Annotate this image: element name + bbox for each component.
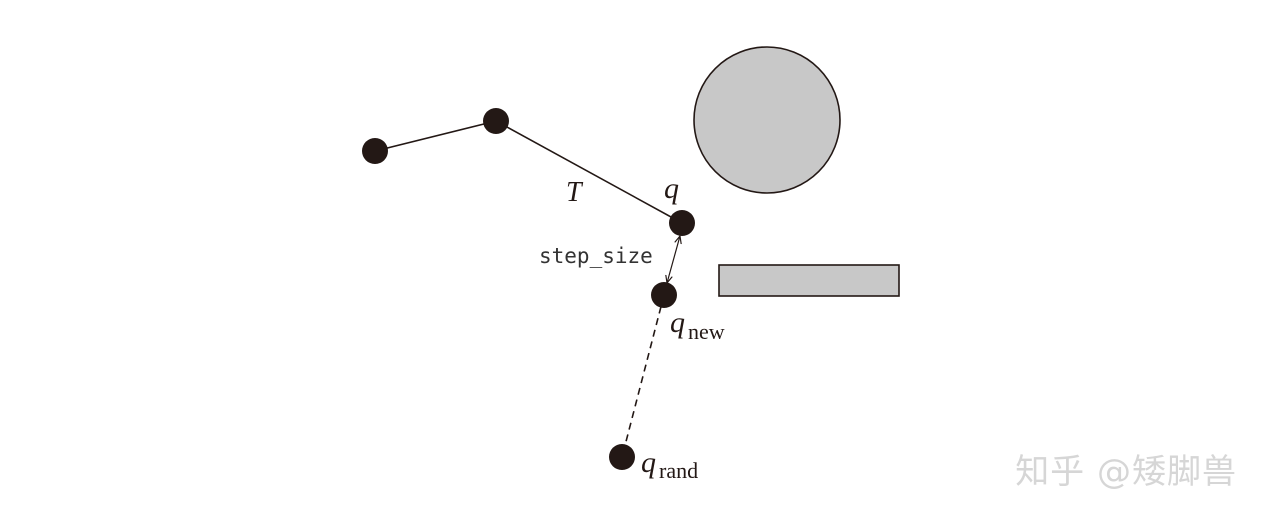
sample-node-q-rand [609,444,635,470]
q-new-subscript: new [688,319,725,344]
tree-edge-2 [495,120,683,224]
tree-node-root [362,138,388,164]
q-rand-subscript: rand [659,458,698,483]
rectangular-obstacle [718,264,900,297]
q-new-label: q [670,306,685,339]
step-size-label: step_size [539,244,653,268]
watermark: 知乎 @矮脚兽 [1015,452,1237,492]
tree-node-q-near [669,210,695,236]
q-rand-label: q [641,446,656,479]
tree-node-q-new [651,282,677,308]
circular-obstacle [693,46,841,194]
tree-label: T [566,177,584,208]
tree-edge-1 [374,120,497,152]
extension-dashed-line [621,294,665,458]
tree-node-2 [483,108,509,134]
q-near-label: q [664,172,679,205]
step-size-arrow [667,236,680,283]
